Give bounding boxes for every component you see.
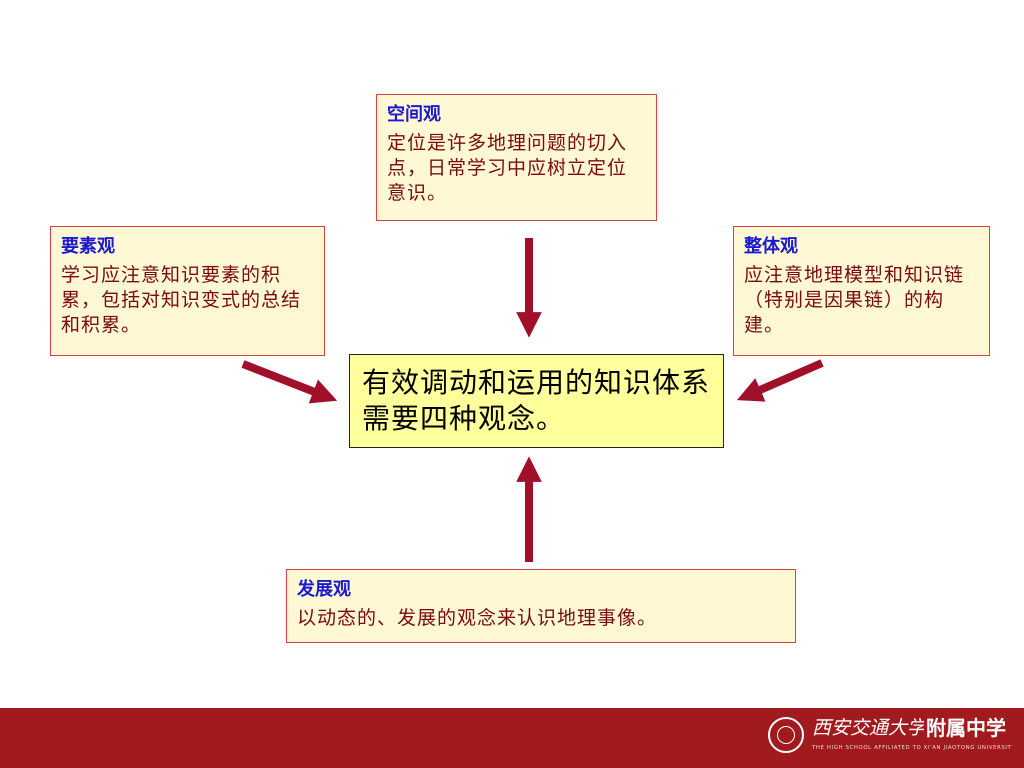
development-concept-text: 以动态的、发展的观念来认识地理事像。: [297, 607, 658, 629]
development-concept-title: 发展观: [297, 579, 351, 600]
university-script-logo: 西安交通大学: [812, 717, 924, 739]
school-seal-logo: [768, 717, 804, 753]
center-knowledge-text: 有效调动和运用的知识体系需要四种观念。: [362, 366, 711, 435]
elements-concept-box: 要素观 学习应注意知识要素的积累，包括对知识变式的总结和积累。: [50, 226, 325, 356]
holistic-concept-box: 整体观 应注意地理模型和知识链（特别是因果链）的构建。: [733, 226, 990, 356]
elements-concept-title: 要素观: [61, 236, 115, 257]
spatial-concept-text: 定位是许多地理问题的切入点，日常学习中应树立定位意识。: [387, 132, 628, 204]
spatial-concept-title: 空间观: [387, 104, 441, 125]
center-knowledge-box: 有效调动和运用的知识体系需要四种观念。: [349, 354, 724, 448]
arrow-from-holistic: [736, 359, 824, 402]
arrow-from-elements: [241, 360, 338, 404]
holistic-concept-title: 整体观: [744, 236, 798, 257]
school-english-name: THE HIGH SCHOOL AFFILIATED TO XI'AN JIAO…: [812, 745, 1012, 751]
elements-concept-text: 学习应注意知识要素的积累，包括对知识变式的总结和积累。: [61, 264, 302, 336]
development-concept-box: 发展观 以动态的、发展的观念来认识地理事像。: [286, 569, 796, 643]
spatial-concept-box: 空间观 定位是许多地理问题的切入点，日常学习中应树立定位意识。: [376, 94, 657, 221]
holistic-concept-text: 应注意地理模型和知识链（特别是因果链）的构建。: [744, 264, 965, 336]
footer-bar: [0, 708, 1024, 768]
school-name: 附属中学: [926, 716, 1006, 740]
